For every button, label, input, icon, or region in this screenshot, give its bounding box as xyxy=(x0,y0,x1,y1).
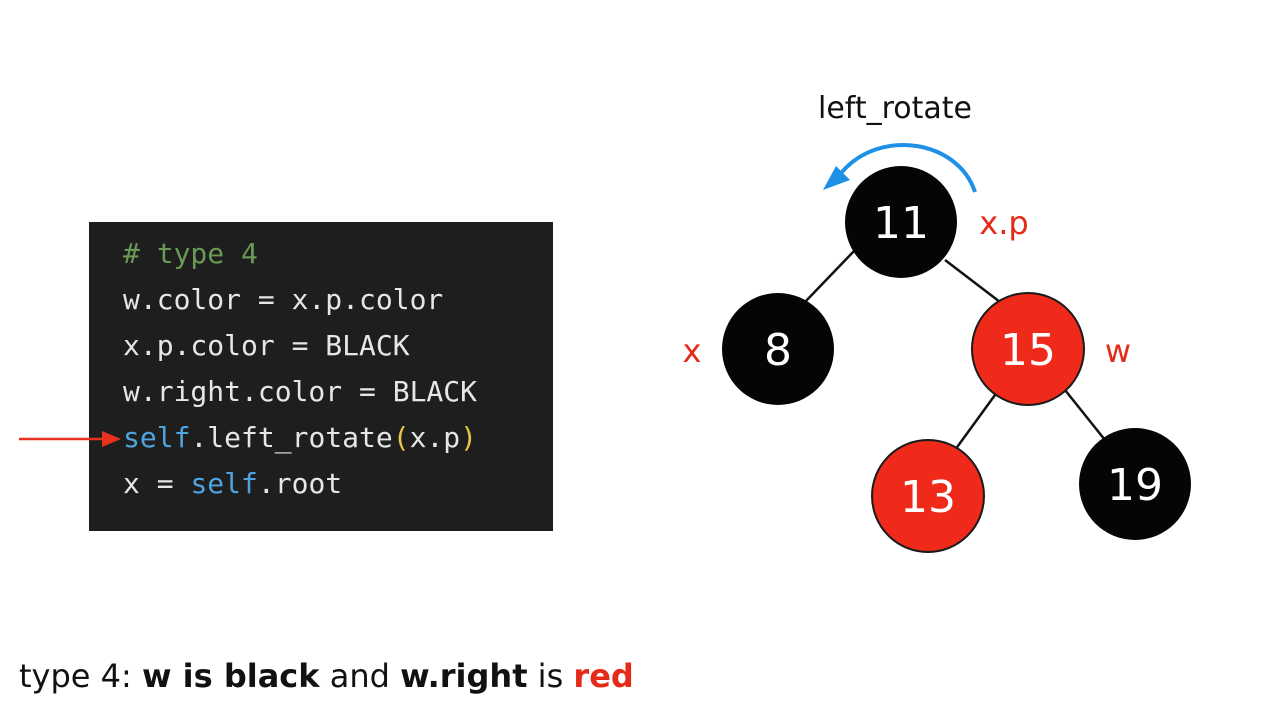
node-key-13: 13 xyxy=(900,472,956,523)
tree-node-8: 8 xyxy=(722,293,834,405)
edge-15-13 xyxy=(953,394,997,451)
label-x: x xyxy=(683,332,702,370)
caption-part-3: black xyxy=(223,657,320,695)
code-paren-close: ) xyxy=(460,421,478,454)
tree-node-11: 11 xyxy=(845,166,957,278)
code-panel: # type 4 w.color = x.p.color x.p.color =… xyxy=(89,222,553,531)
code-line-3: x.p.color = BLACK xyxy=(123,329,410,362)
rotate-arrow-icon xyxy=(823,143,977,193)
code-arg: x.p xyxy=(409,421,461,454)
code-paren-open: ( xyxy=(392,421,410,454)
code-self-keyword: self xyxy=(123,421,191,454)
caption-part-5: w.right xyxy=(400,657,528,695)
rotation-label: left_rotate xyxy=(818,91,972,126)
caption-part-2: w is xyxy=(141,657,224,695)
caption-part-4: and xyxy=(319,657,401,695)
caption-part-1: type 4: xyxy=(19,657,142,695)
slide-caption: type 4: w is black and w.right is red xyxy=(19,654,634,698)
tree-edges xyxy=(804,249,1106,451)
code-line-4: w.right.color = BLACK xyxy=(123,375,478,408)
code-assign: x = xyxy=(123,467,191,500)
tree-node-13: 13 xyxy=(871,439,985,553)
code-self-keyword-2: self xyxy=(190,467,258,500)
code-line-6: x = self.root xyxy=(123,468,342,500)
tree-node-19: 19 xyxy=(1079,428,1191,540)
node-key-8: 8 xyxy=(764,325,792,376)
node-key-15: 15 xyxy=(1000,325,1056,376)
tree-node-15: 15 xyxy=(971,292,1085,406)
code-method: .left_rotate xyxy=(190,421,393,454)
node-key-11: 11 xyxy=(873,198,929,249)
caption-part-7: red xyxy=(573,657,634,695)
code-line-2: w.color = x.p.color xyxy=(123,283,444,316)
edge-15-19 xyxy=(1064,389,1106,441)
node-key-19: 19 xyxy=(1107,460,1163,511)
edge-11-8 xyxy=(804,249,856,303)
caption-part-6: is xyxy=(527,657,574,695)
code-line-5: self.left_rotate(x.p) xyxy=(123,422,477,454)
edge-11-15 xyxy=(944,259,1001,303)
label-xp: x.p xyxy=(979,204,1028,242)
label-w: w xyxy=(1105,332,1131,370)
code-root: .root xyxy=(257,467,343,500)
code-line-comment: # type 4 xyxy=(123,237,258,270)
